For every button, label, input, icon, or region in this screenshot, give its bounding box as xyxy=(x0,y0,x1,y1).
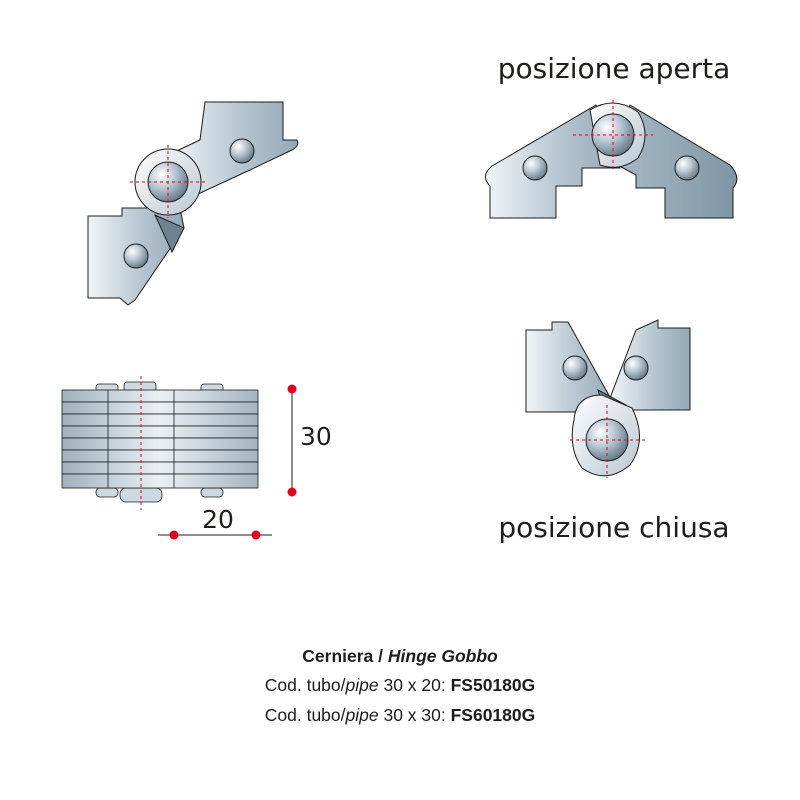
caption-line-2: Cod. tubo/pipe 30 x 20: FS50180G xyxy=(0,673,800,697)
caption-product-name-en: Hinge Gobbo xyxy=(387,646,498,666)
caption-code-prefix: Cod. tubo/ xyxy=(264,675,346,695)
screw-head xyxy=(522,155,548,181)
dimension-height-label: 30 xyxy=(300,422,332,451)
caption-code-prefix: Cod. tubo/ xyxy=(264,705,346,725)
screw-head xyxy=(562,355,588,381)
dimension-width xyxy=(158,530,272,540)
screw-head xyxy=(229,138,255,164)
plate-stack xyxy=(61,389,259,489)
caption-pipe-word: pipe xyxy=(345,705,379,725)
screw-nub xyxy=(95,487,119,498)
caption-separator: / xyxy=(373,646,388,666)
caption-size: 30 x 20: xyxy=(378,675,451,695)
screw-head xyxy=(123,243,149,269)
closed-right-wing xyxy=(609,319,691,411)
dimension-width-label: 20 xyxy=(202,505,234,534)
caption-line-3: Cod. tubo/pipe 30 x 30: FS60180G xyxy=(0,703,800,727)
screw-head xyxy=(674,155,700,181)
open-position-label: posizione aperta xyxy=(498,52,731,85)
hinge-front-view xyxy=(61,376,259,510)
caption-product-name: Cerniera xyxy=(302,646,374,666)
caption-line-1: Cerniera / Hinge Gobbo xyxy=(0,644,800,668)
closed-position-label: posizione chiusa xyxy=(498,511,729,544)
screw-head xyxy=(623,355,649,381)
dimension-height xyxy=(287,384,297,497)
hinge-perspective-view xyxy=(87,101,299,306)
hinge-closed-view xyxy=(525,319,691,478)
hinge-open-view xyxy=(485,100,738,219)
hinge-lower-shade xyxy=(153,213,185,254)
caption-product-code: FS60180G xyxy=(450,705,536,725)
caption-product-code: FS50180G xyxy=(450,675,536,695)
caption-pipe-word: pipe xyxy=(345,675,379,695)
open-left-wing xyxy=(485,104,621,219)
screw-nub xyxy=(200,487,224,498)
caption-size: 30 x 30: xyxy=(378,705,451,725)
